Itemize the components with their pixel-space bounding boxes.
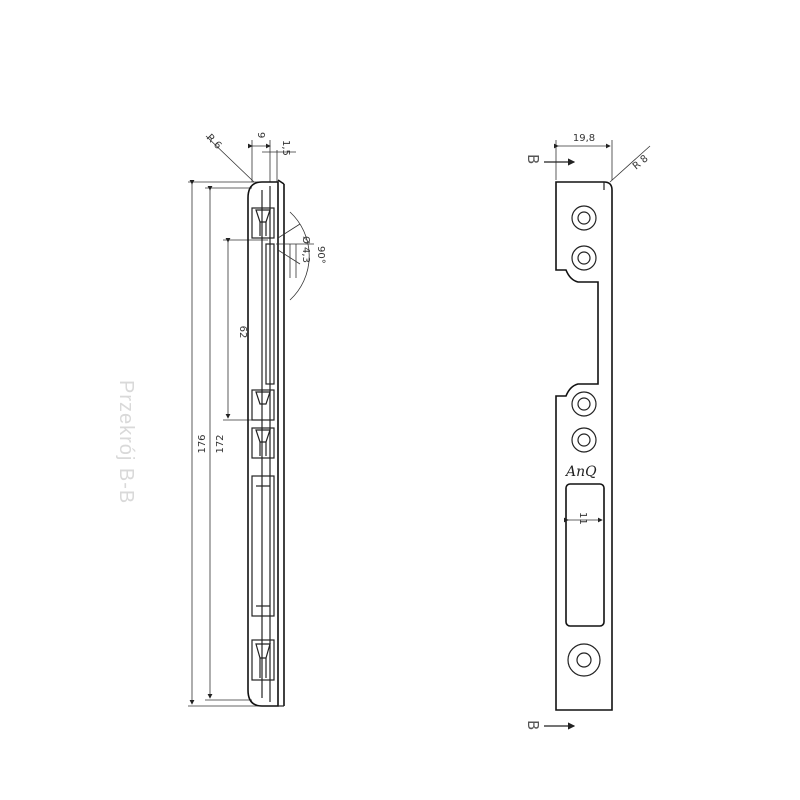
section-title: Przekrój B-B xyxy=(115,380,137,504)
section-hole-3 xyxy=(251,427,275,459)
section-marker-top: B xyxy=(524,154,576,166)
dimension-overall-length: 176 xyxy=(188,180,262,707)
dimension-top: 9 1,5 xyxy=(248,132,296,182)
screw-hole-3 xyxy=(571,391,597,417)
dim-label-hole-diameter: Ø 4,3 xyxy=(300,236,312,263)
section-hole-4 xyxy=(251,639,275,681)
dim-label-172: 172 xyxy=(215,434,226,453)
dim-label-r6: R 6 xyxy=(204,132,223,151)
section-marker-bottom: B xyxy=(524,720,576,730)
screw-hole-4 xyxy=(571,427,597,453)
dim-label-176: 176 xyxy=(197,434,208,453)
screw-hole-2 xyxy=(571,245,597,271)
dimension-inner-length: 172 xyxy=(205,186,252,701)
dim-label-1-5: 1,5 xyxy=(280,140,291,156)
section-hole-1 xyxy=(251,207,275,239)
dimension-width: 19,8 xyxy=(554,133,613,180)
dim-label-width: 19,8 xyxy=(573,133,595,144)
latch-slot: 11 xyxy=(564,483,605,627)
section-marker-label-top: B xyxy=(524,154,542,164)
front-view: 19,8 R 8 B B xyxy=(524,133,651,730)
dim-label-9: 9 xyxy=(255,132,266,138)
dim-label-angle: 90° xyxy=(315,246,326,264)
section-slot xyxy=(251,475,275,617)
dimension-pocket-length: 62 xyxy=(223,238,268,421)
dim-label-r8: R 8 xyxy=(631,153,651,172)
countersink-detail: Ø 4,3 90° xyxy=(276,211,326,301)
manufacturer-logo: AnQ xyxy=(564,464,597,480)
section-body xyxy=(247,179,285,707)
section-marker-label-bottom: B xyxy=(524,720,542,730)
dim-label-62: 62 xyxy=(237,326,248,339)
screw-hole-1 xyxy=(571,205,597,231)
dim-label-slot-width: 11 xyxy=(577,512,588,525)
section-hole-2 xyxy=(251,389,275,421)
section-view: 176 172 62 R 6 9 1,5 xyxy=(115,132,326,707)
dimension-radius-left: R 6 xyxy=(204,132,255,183)
dimension-radius-right: R 8 xyxy=(609,145,651,183)
screw-hole-5 xyxy=(567,643,601,677)
strike-plate-outline xyxy=(555,181,613,711)
